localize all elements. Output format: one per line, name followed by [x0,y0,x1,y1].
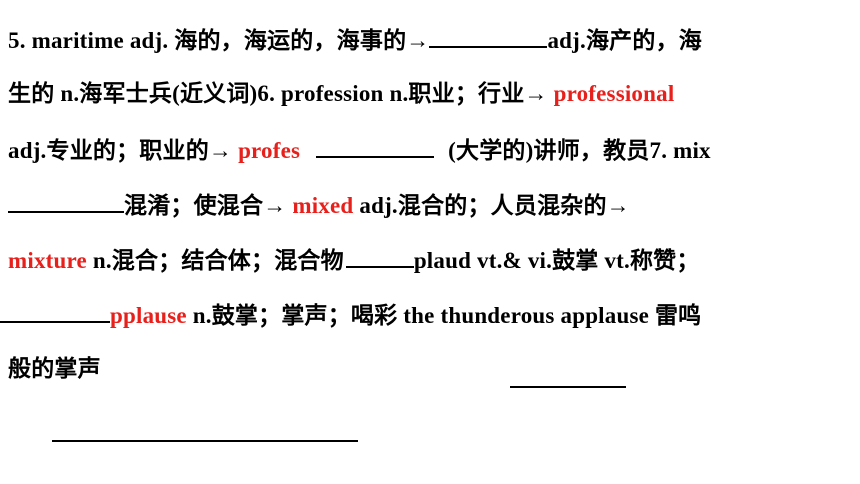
answer-applause-partial: pplause [110,303,187,328]
text-line-4: 混淆；使混合→ mixed adj.混合的；人员混杂的→ [8,189,630,221]
blank-4 [345,244,414,268]
answer-profes-partial: profes [238,138,301,163]
line7-text-a: 般的掌声 [8,356,101,381]
text-line-3: adj.专业的；职业的→ profes (大学的)讲师，教员7. mix [8,134,711,166]
text-line-5: mixture n.混合；结合体；混合物 plaud vt.& vi.鼓掌 vt.… [8,244,700,276]
line4-text-b: adj.混合的；人员混杂的→ [353,193,630,218]
blank-2 [316,134,435,158]
line1-text-b: adj.海产的，海 [547,28,702,53]
text-line-7: 般的掌声 [8,354,101,384]
line2-text-a: 生的 n.海军士兵(近义词)6. profession n.职业；行业→ [8,81,554,106]
blank-3 [8,189,124,213]
blank-line-6 [510,386,626,388]
answer-mixture: mixture [8,248,87,273]
line5-text-b: plaud vt.& vi.鼓掌 vt.称赞； [413,248,700,273]
line3-text-a: adj.专业的；职业的→ [8,138,239,163]
line6-text-a: n.鼓掌；掌声；喝彩 the thunderous applause 雷鸣 [186,303,702,328]
blank-5 [0,299,110,323]
line5-text-a: n.混合；结合体；混合物 [86,248,344,273]
line4-text-a: 混淆；使混合→ [124,193,293,218]
blank-line-7 [52,440,358,442]
text-line-6: pplause n.鼓掌；掌声；喝彩 the thunderous applau… [0,299,701,331]
text-line-2: 生的 n.海军士兵(近义词)6. profession n.职业；行业→ pro… [8,79,674,109]
line3-text-b: (大学的)讲师，教员7. mix [448,138,711,163]
blank-1 [429,24,548,48]
text-line-1: 5. maritime adj. 海的，海运的，海事的→ adj.海产的，海 [8,24,702,56]
answer-professional: professional [553,81,675,106]
answer-mixed: mixed [292,193,354,218]
line1-text-a: 5. maritime adj. 海的，海运的，海事的→ [8,28,430,53]
